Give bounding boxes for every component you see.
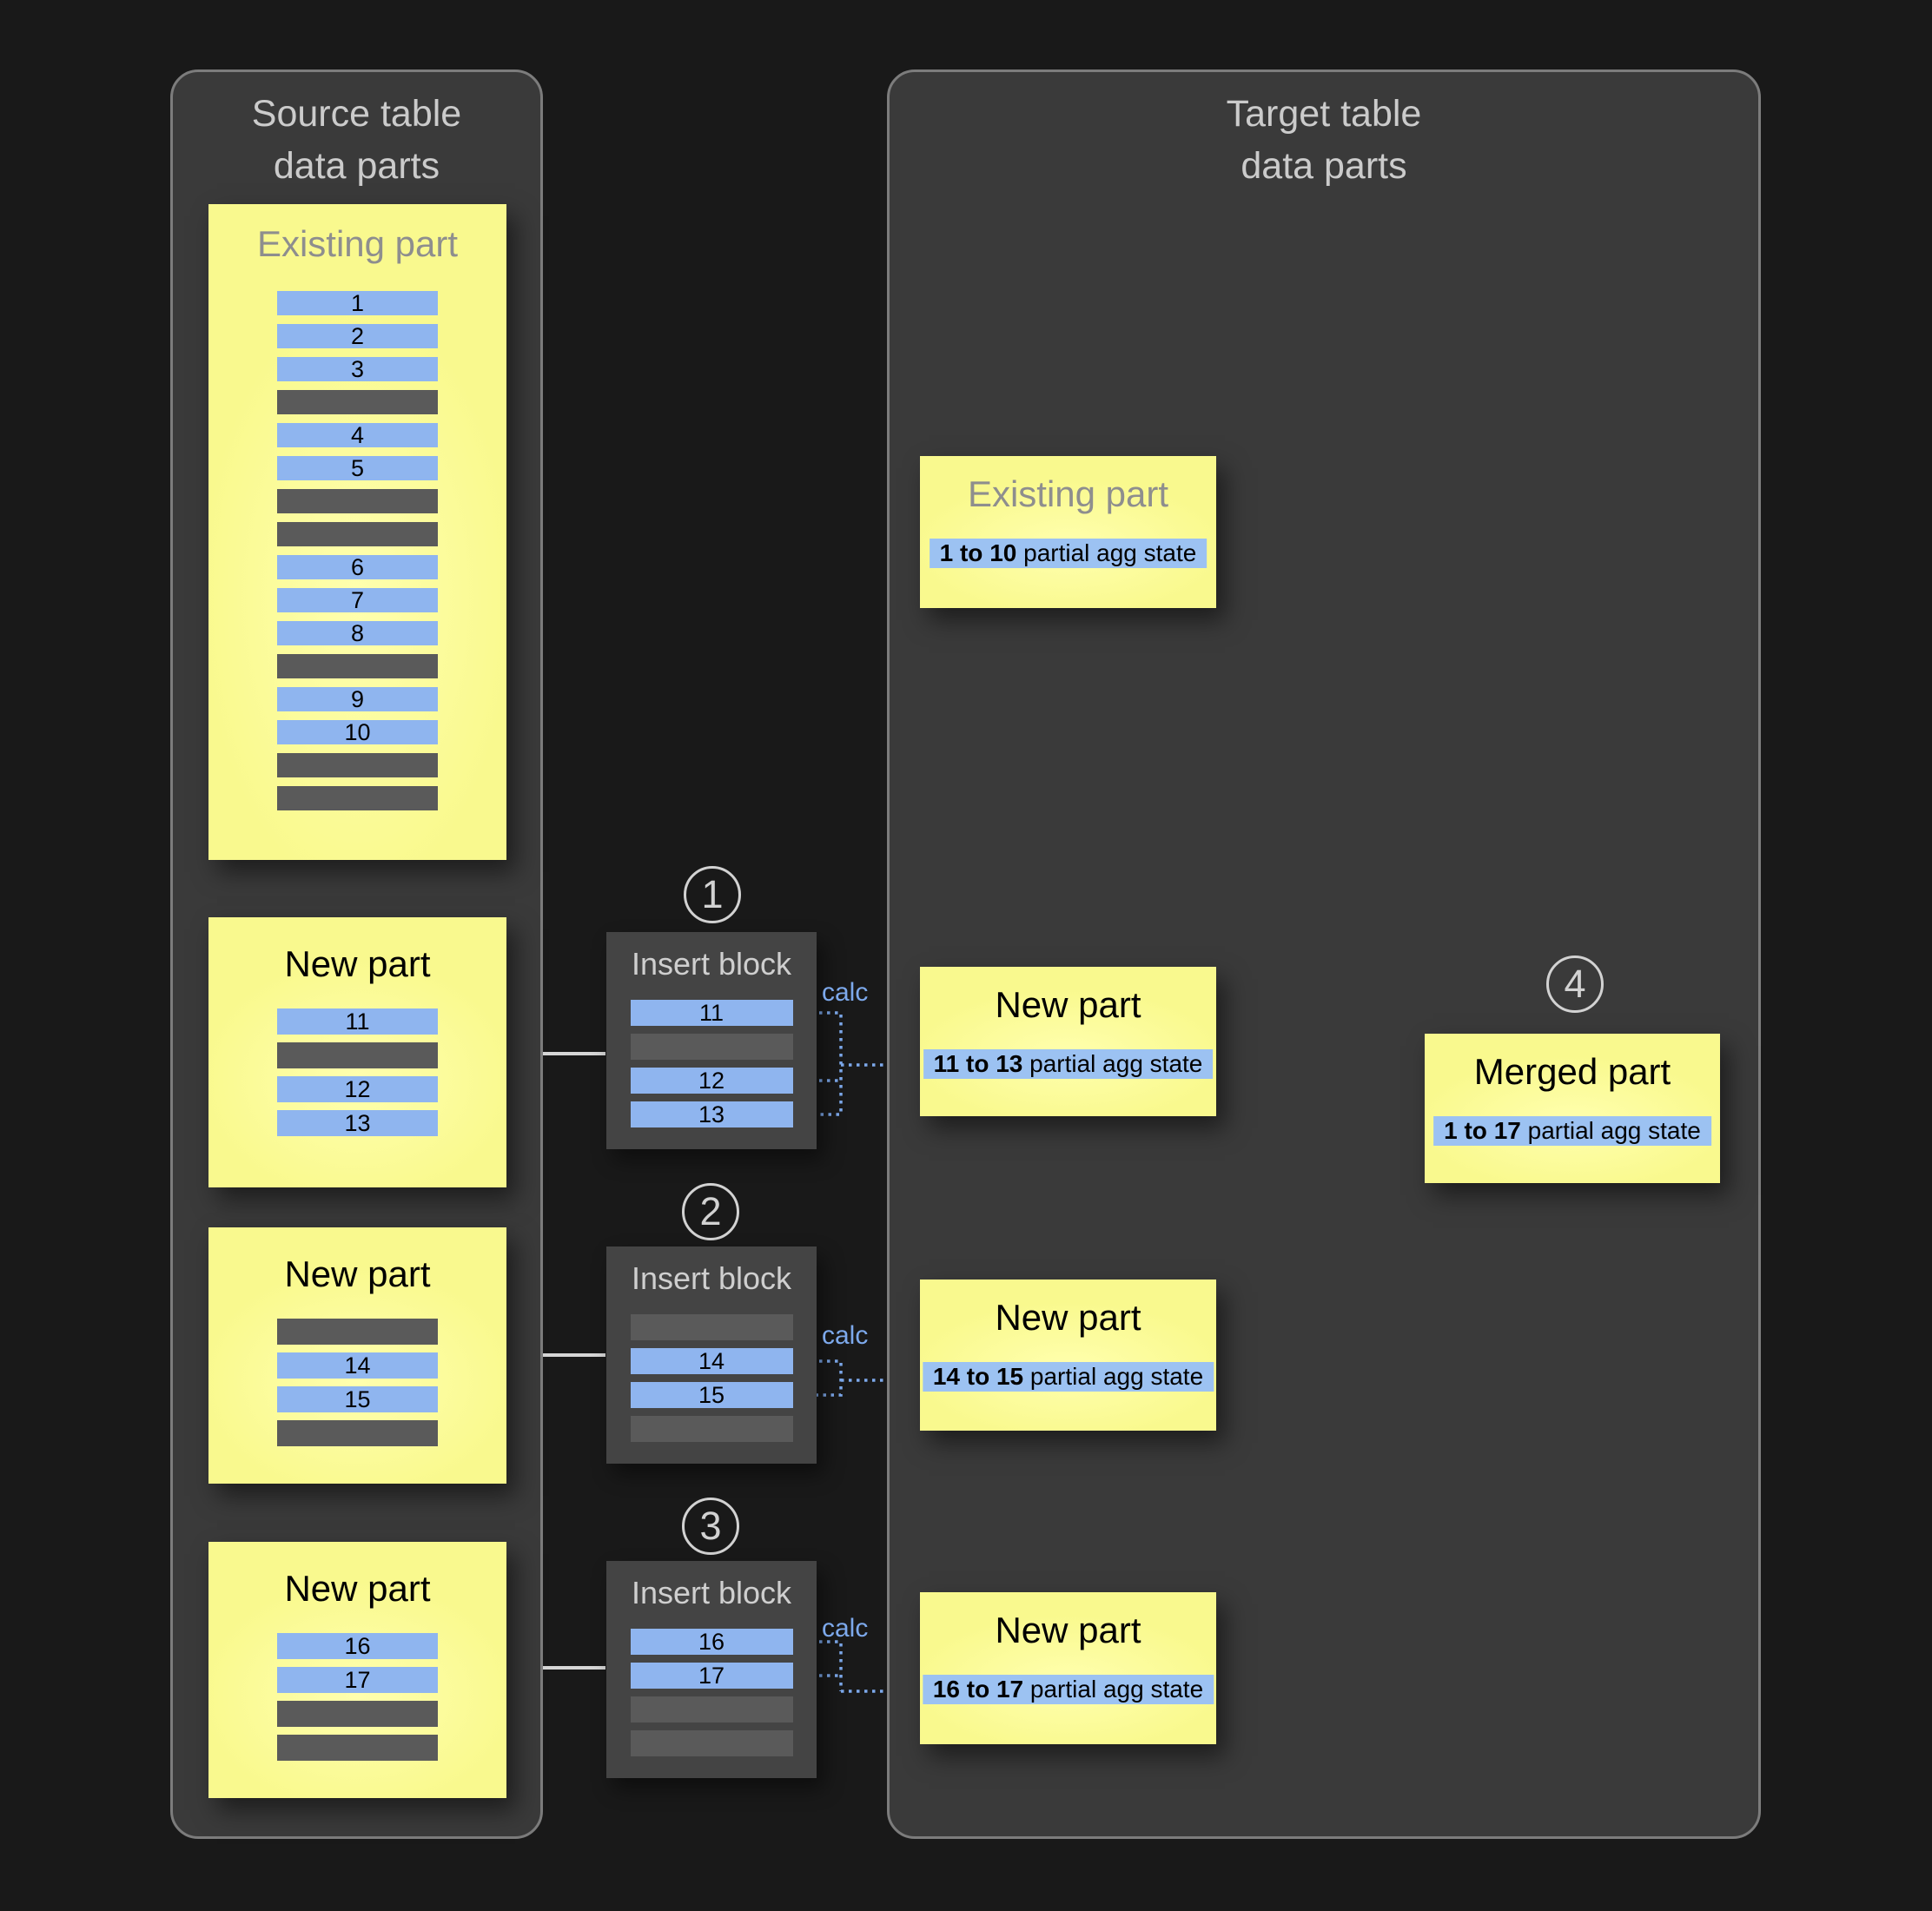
data-row (630, 1696, 793, 1723)
data-row (277, 1420, 438, 1446)
data-row: 13 (630, 1101, 793, 1127)
data-row: 5 (277, 456, 438, 480)
part-title: Existing part (256, 223, 459, 264)
data-row (630, 1730, 793, 1756)
data-row (277, 390, 438, 414)
data-row: 14 (630, 1348, 793, 1374)
data-row: 8 (277, 621, 438, 645)
insert-block-title: Insert block (631, 1260, 792, 1296)
data-row (277, 654, 438, 678)
data-row: 10 (277, 720, 438, 744)
source-panel-title: Source table data parts (251, 93, 462, 187)
part-rows: 11 12 13 (208, 1008, 506, 1136)
data-row (277, 1735, 438, 1761)
step-2-badge: 2 (682, 1183, 739, 1240)
data-row: 11 (277, 1008, 438, 1035)
agg-state-chip: 16 to 17 partial agg state (922, 1675, 1214, 1704)
part-rows: 1 2 3 4 5 6 7 8 9 10 (208, 291, 506, 810)
data-row (277, 489, 438, 513)
agg-state-chip: 1 to 17 partial agg state (1433, 1116, 1711, 1146)
part-title: New part (995, 1297, 1141, 1338)
part-title: New part (995, 1610, 1141, 1650)
calc-label-3: calc (822, 1614, 869, 1643)
data-row (630, 1034, 793, 1060)
agg-state-chip: 11 to 13 partial agg state (923, 1049, 1214, 1079)
data-row: 4 (277, 423, 438, 447)
calc-label-1: calc (822, 978, 869, 1007)
data-row: 2 (277, 324, 438, 348)
data-row: 11 (630, 1000, 793, 1026)
step-4-badge: 4 (1546, 956, 1604, 1013)
data-row (277, 1042, 438, 1068)
data-row (277, 1701, 438, 1727)
data-row: 15 (277, 1386, 438, 1412)
insert-block-title: Insert block (631, 946, 792, 982)
calc-label-2: calc (822, 1321, 869, 1350)
step-1-badge: 1 (684, 866, 741, 923)
part-title: New part (284, 1568, 431, 1609)
data-row (277, 786, 438, 810)
data-row: 7 (277, 588, 438, 612)
data-row: 16 (630, 1629, 793, 1655)
source-new-part-1: New part 11 12 13 (208, 917, 506, 1187)
data-row: 9 (277, 687, 438, 711)
data-row: 12 (277, 1076, 438, 1102)
data-row: 3 (277, 357, 438, 381)
data-row: 15 (630, 1382, 793, 1408)
agg-state-chip: 1 to 10 partial agg state (929, 539, 1208, 568)
target-new-part-2: New part 14 to 15 partial agg state (920, 1280, 1216, 1431)
data-row: 1 (277, 291, 438, 315)
insert-block-title: Insert block (631, 1575, 792, 1610)
target-table-panel: Target table data parts (887, 69, 1761, 1839)
data-row: 12 (630, 1068, 793, 1094)
part-title: Merged part (1473, 1051, 1671, 1092)
data-row: 6 (277, 555, 438, 579)
merged-part: Merged part 1 to 17 partial agg state (1425, 1034, 1720, 1183)
data-row: 17 (277, 1667, 438, 1693)
step-3-badge: 3 (682, 1498, 739, 1555)
data-row: 17 (630, 1663, 793, 1689)
target-existing-part: Existing part 1 to 10 partial agg state (920, 456, 1216, 608)
data-row (277, 1319, 438, 1345)
target-panel-title: Target table data parts (1226, 93, 1422, 187)
source-existing-part: Existing part 1 2 3 4 5 6 7 8 9 10 (208, 204, 506, 860)
data-row: 14 (277, 1352, 438, 1379)
data-row (277, 522, 438, 546)
data-row (277, 753, 438, 777)
data-row (630, 1416, 793, 1442)
insert-block-1: Insert block 11 12 13 (606, 932, 817, 1149)
part-title: New part (284, 1253, 431, 1294)
data-row: 16 (277, 1633, 438, 1659)
part-title: New part (284, 943, 431, 984)
target-new-part-3: New part 16 to 17 partial agg state (920, 1592, 1216, 1744)
agg-state-chip: 14 to 15 partial agg state (922, 1362, 1214, 1392)
part-title: Existing part (967, 473, 1169, 514)
data-row (630, 1314, 793, 1340)
insert-block-rows: 11 12 13 (606, 1000, 817, 1127)
part-title: New part (995, 984, 1141, 1025)
target-new-part-1: New part 11 to 13 partial agg state (920, 967, 1216, 1116)
data-row: 13 (277, 1110, 438, 1136)
